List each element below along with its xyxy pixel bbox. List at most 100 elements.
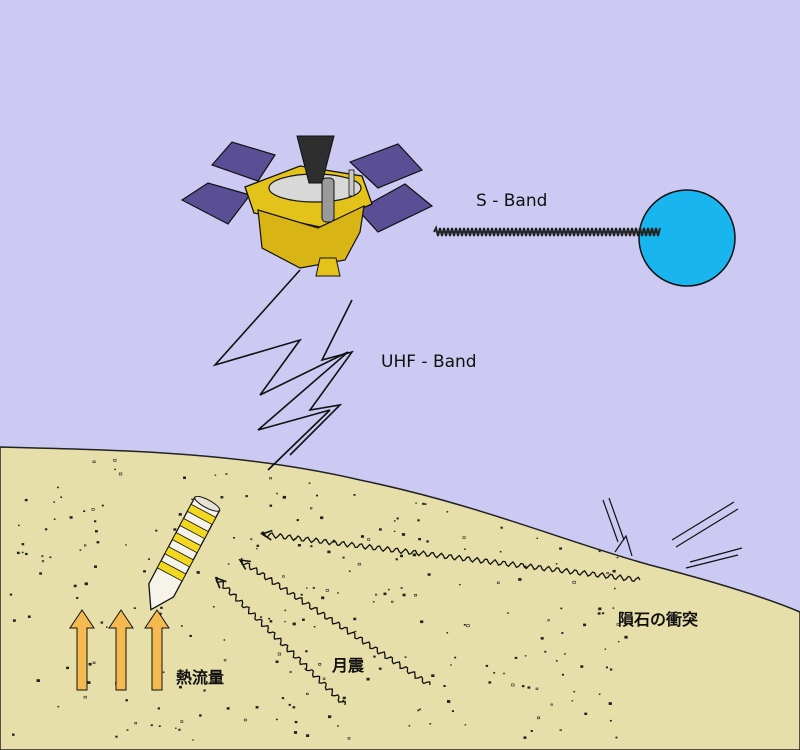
pebble xyxy=(41,555,44,558)
pebble xyxy=(220,496,224,499)
pebble xyxy=(36,679,40,683)
pebble xyxy=(49,556,52,559)
pebble xyxy=(378,528,382,531)
pebble xyxy=(375,593,378,596)
pebble xyxy=(233,536,235,539)
pebble xyxy=(88,662,92,666)
pebble xyxy=(178,513,182,516)
impact-crater-rim xyxy=(614,534,633,557)
impact-streak xyxy=(671,501,735,541)
pebble xyxy=(464,724,467,726)
pebble xyxy=(21,551,24,554)
pebble xyxy=(524,655,527,657)
pebble xyxy=(162,671,165,673)
pebble xyxy=(446,632,449,634)
pebble xyxy=(66,666,70,670)
pebble xyxy=(418,537,422,541)
pebble xyxy=(415,502,417,504)
pebble xyxy=(16,551,20,555)
pebble xyxy=(310,545,313,548)
lander-body xyxy=(257,204,365,269)
pebble xyxy=(300,593,303,596)
engine-nozzle xyxy=(315,257,341,277)
pebble xyxy=(583,623,587,627)
pebble xyxy=(223,659,227,662)
pebble xyxy=(24,498,28,502)
pebble xyxy=(503,672,505,675)
heat-flow-label: 熱流量 xyxy=(176,668,225,687)
pebble xyxy=(393,530,396,532)
pebble xyxy=(177,675,181,678)
pebble xyxy=(158,725,161,728)
pebble xyxy=(73,584,77,588)
pebble xyxy=(393,520,396,522)
pebble xyxy=(100,621,104,624)
pebble xyxy=(133,607,136,609)
pebble xyxy=(305,734,310,737)
pebble xyxy=(92,661,96,664)
pebble xyxy=(353,493,356,496)
pebble xyxy=(243,718,247,722)
pebble xyxy=(268,617,271,620)
pebble xyxy=(555,660,558,662)
pebble xyxy=(294,720,298,724)
pebble xyxy=(91,508,95,511)
pebble xyxy=(402,593,406,597)
pebble xyxy=(125,699,128,702)
pebble xyxy=(53,518,56,520)
pebble xyxy=(157,707,161,710)
pebble xyxy=(101,504,104,507)
pebble xyxy=(523,736,527,739)
pebble xyxy=(315,494,318,497)
pebble xyxy=(259,616,263,619)
pebble xyxy=(305,692,309,695)
pebble xyxy=(118,472,123,476)
pebble xyxy=(387,588,390,591)
pebble xyxy=(373,655,376,658)
pebble xyxy=(527,686,531,689)
pebble xyxy=(613,587,616,590)
pebble xyxy=(443,684,446,687)
pebble xyxy=(183,476,186,479)
pebble xyxy=(114,468,116,471)
earth-globe-icon xyxy=(638,189,736,287)
pebble xyxy=(199,714,202,717)
solar-panel-right-lower xyxy=(357,183,434,233)
pebble xyxy=(511,683,515,687)
pebble xyxy=(383,592,387,596)
pebble xyxy=(214,474,217,476)
sensor-post xyxy=(348,169,355,197)
pebble xyxy=(289,671,292,673)
pebble xyxy=(87,681,91,684)
pebble xyxy=(348,570,351,572)
pebble xyxy=(598,550,601,553)
pebble xyxy=(84,544,87,547)
pebble xyxy=(96,541,100,544)
uhf-band-signal-return xyxy=(289,299,354,456)
impact-streaks xyxy=(602,497,743,569)
pebble xyxy=(223,639,226,641)
pebble xyxy=(288,703,291,706)
pebble xyxy=(276,492,278,495)
pebble xyxy=(360,535,365,538)
pebble xyxy=(275,660,279,663)
pebble xyxy=(342,696,346,700)
pebble xyxy=(499,550,502,553)
pebble xyxy=(496,581,500,584)
pebble xyxy=(293,731,298,734)
pebble xyxy=(580,665,584,668)
pebble xyxy=(308,482,311,484)
pebble xyxy=(282,495,287,499)
pebble xyxy=(451,710,455,713)
pebble xyxy=(313,625,316,628)
pebble xyxy=(605,666,609,669)
pebble xyxy=(269,620,273,623)
pebble xyxy=(327,715,332,719)
heat-flow-arrow-icon xyxy=(144,609,170,691)
pebble xyxy=(550,703,553,706)
pebble xyxy=(203,689,206,692)
pebble xyxy=(466,624,470,628)
pebble xyxy=(424,503,427,505)
pebble xyxy=(292,706,296,709)
pebble xyxy=(612,569,616,573)
